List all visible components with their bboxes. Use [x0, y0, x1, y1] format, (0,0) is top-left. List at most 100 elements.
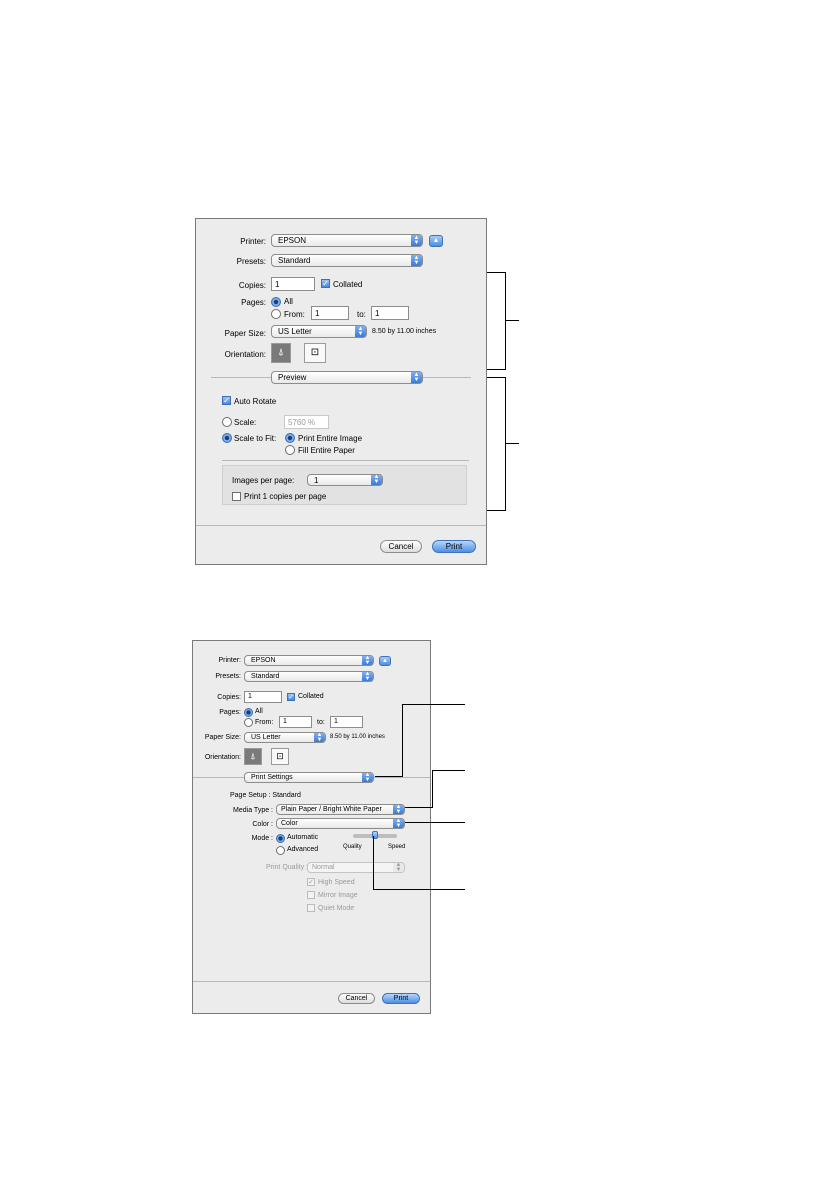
mode-automatic-label: Automatic	[287, 834, 319, 841]
cancel-button-label: Cancel	[388, 542, 414, 551]
pages-label: Pages:	[241, 298, 266, 307]
pages-to-value: 1	[375, 309, 380, 318]
pages-from-radio[interactable]	[244, 718, 253, 727]
panel-value: Preview	[278, 373, 307, 382]
mirror-image-checkbox[interactable]	[307, 891, 315, 899]
pages-from-field[interactable]: 1	[279, 716, 312, 728]
pages-label: Pages:	[219, 709, 241, 716]
pages-from-value: 1	[283, 718, 287, 725]
copies-label: Copies:	[238, 281, 266, 290]
quiet-mode-checkbox[interactable]	[307, 904, 315, 912]
pages-to-field[interactable]: 1	[371, 306, 409, 320]
color-value: Color	[281, 820, 298, 827]
disclosure-button[interactable]: ▲	[379, 656, 391, 666]
printer-popup[interactable]: EPSON ▲▼	[244, 655, 374, 666]
callout-media-h2	[405, 807, 433, 808]
cancel-button[interactable]: Cancel	[338, 993, 375, 1004]
pages-from-label: From:	[284, 310, 305, 319]
scale-value: 5760 %	[288, 418, 316, 427]
collated-label: Collated	[333, 280, 363, 289]
media-type-popup[interactable]: Plain Paper / Bright White Paper ▲▼	[276, 804, 405, 815]
color-popup[interactable]: Color ▲▼	[276, 818, 405, 829]
up-down-arrows-icon: ▲▼	[362, 656, 373, 665]
mode-advanced-radio[interactable]	[276, 846, 285, 855]
bracket-top-leader	[505, 320, 519, 321]
print-quality-value: Normal	[312, 864, 335, 871]
pages-from-label: From:	[255, 719, 274, 726]
portrait-orientation-icon[interactable]: ⍋	[244, 748, 262, 765]
bracket-top-cap	[487, 369, 506, 370]
print-button[interactable]: Print	[432, 540, 476, 553]
separator	[196, 525, 486, 526]
pages-from-value: 1	[315, 309, 320, 318]
bracket-top-cap	[487, 272, 506, 273]
up-down-arrows-icon: ▲▼	[411, 372, 422, 383]
copies-field[interactable]: 1	[271, 277, 315, 291]
print-button-label: Print	[393, 995, 409, 1002]
pages-from-field[interactable]: 1	[311, 306, 349, 320]
print-entire-image-label: Print Entire Image	[298, 434, 363, 443]
pages-to-field[interactable]: 1	[330, 716, 363, 728]
print-dialog-preview: Printer: EPSON ▲▼ ▲ Presets: Standard ▲▼…	[195, 218, 487, 565]
portrait-orientation-icon[interactable]: ⍋	[271, 343, 291, 363]
print-quality-popup[interactable]: Normal ▲▼	[307, 862, 405, 873]
presets-popup[interactable]: Standard ▲▼	[271, 254, 423, 267]
quality-label: Quality	[343, 844, 362, 850]
paper-size-dims: 8.50 by 11.00 inches	[330, 734, 385, 740]
printer-popup[interactable]: EPSON ▲▼	[271, 234, 423, 247]
print-button[interactable]: Print	[382, 993, 420, 1004]
bracket-bottom-leader	[505, 443, 519, 444]
auto-rotate-label: Auto Rotate	[234, 397, 277, 406]
mode-advanced-label: Advanced	[287, 846, 319, 853]
presets-label: Presets:	[236, 257, 266, 266]
up-down-arrows-icon: ▲▼	[371, 475, 382, 485]
separator	[222, 460, 469, 461]
presets-popup[interactable]: Standard ▲▼	[244, 671, 374, 682]
print-entire-image-radio[interactable]	[285, 433, 295, 443]
collated-checkbox[interactable]: ✓	[321, 279, 330, 288]
cancel-button[interactable]: Cancel	[380, 540, 422, 553]
media-type-value: Plain Paper / Bright White Paper	[281, 806, 382, 813]
panel-value: Print Settings	[251, 774, 293, 781]
callout-color	[405, 822, 465, 823]
fill-entire-paper-label: Fill Entire Paper	[298, 446, 355, 455]
paper-size-popup[interactable]: US Letter ▲▼	[244, 732, 326, 743]
pages-to-label: to:	[317, 719, 325, 726]
disclosure-button[interactable]: ▲	[429, 235, 443, 247]
scale-radio[interactable]	[222, 417, 232, 427]
fill-entire-paper-radio[interactable]	[285, 445, 295, 455]
separator	[193, 981, 430, 982]
panel-popup[interactable]: Preview ▲▼	[271, 371, 423, 384]
panel-popup[interactable]: Print Settings ▲▼	[244, 772, 374, 783]
pages-all-label: All	[255, 708, 263, 715]
print-copies-checkbox[interactable]	[232, 492, 241, 501]
pages-to-value: 1	[334, 718, 338, 725]
up-down-arrows-icon: ▲▼	[362, 672, 373, 681]
bracket-top-spine	[505, 272, 506, 370]
orientation-label: Orientation:	[204, 754, 241, 761]
scale-field[interactable]: 5760 %	[284, 415, 329, 429]
printer-label: Printer:	[240, 237, 266, 246]
scale-to-fit-radio[interactable]	[222, 433, 232, 443]
up-down-arrows-icon: ▲▼	[393, 819, 404, 828]
presets-value: Standard	[251, 673, 280, 680]
up-down-arrows-icon: ▲▼	[393, 805, 404, 814]
pages-from-radio[interactable]	[271, 309, 281, 319]
callout-panel-v	[402, 704, 403, 776]
high-speed-checkbox[interactable]: ✓	[307, 878, 315, 886]
copies-value: 1	[248, 693, 252, 700]
auto-rotate-checkbox[interactable]: ✓	[222, 396, 231, 405]
landscape-orientation-icon[interactable]: ⊡	[304, 343, 326, 363]
paper-size-popup[interactable]: US Letter ▲▼	[271, 325, 367, 338]
images-per-page-box: Images per page: 1 ▲▼ Print 1 copies per…	[222, 465, 467, 505]
pages-all-radio[interactable]	[271, 297, 281, 307]
copies-field[interactable]: 1	[244, 691, 282, 703]
images-per-page-popup[interactable]: 1 ▲▼	[307, 474, 383, 486]
mode-automatic-radio[interactable]	[276, 834, 285, 843]
landscape-orientation-icon[interactable]: ⊡	[271, 748, 289, 765]
slider-knob[interactable]	[372, 831, 378, 839]
bracket-bottom-spine	[505, 377, 506, 511]
print-copies-label: Print 1 copies per page	[244, 492, 327, 501]
collated-checkbox[interactable]: ✓	[287, 693, 295, 701]
pages-all-radio[interactable]	[244, 708, 253, 717]
